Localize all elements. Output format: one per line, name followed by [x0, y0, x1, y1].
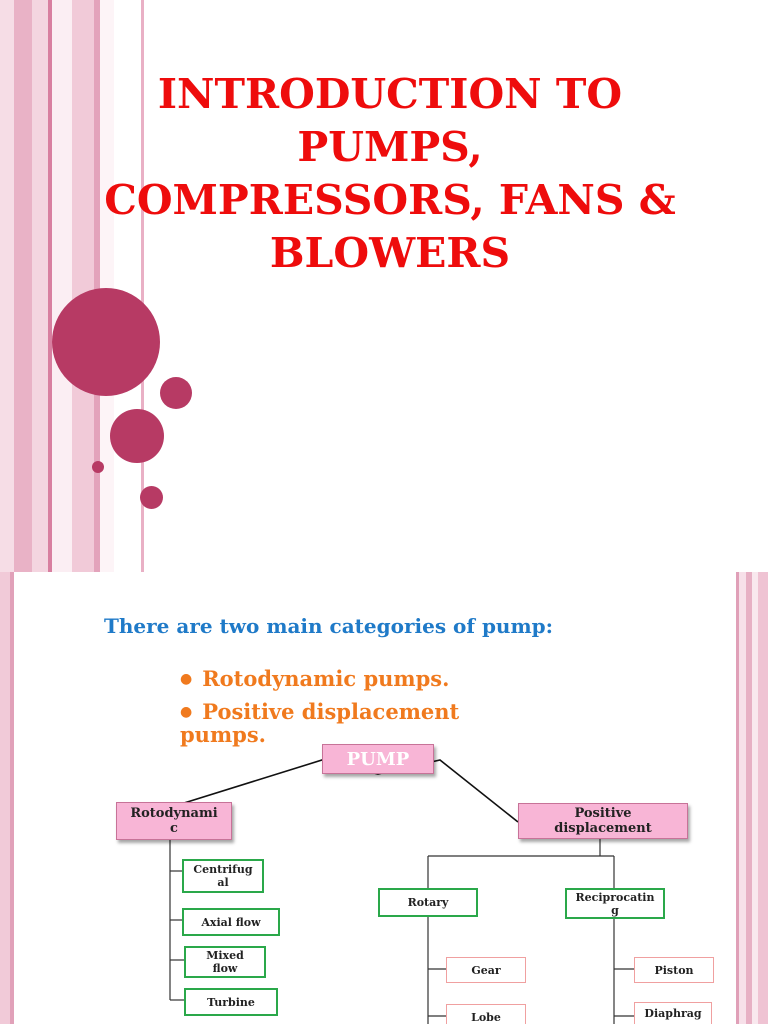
decor-stripe — [0, 0, 14, 572]
bullet-list: ● Rotodynamic pumps. ● Positive displaceme… — [180, 664, 459, 730]
bullet-icon: ● — [180, 704, 193, 720]
node-label: g — [611, 903, 619, 917]
list-item: ● Rotodynamic pumps. — [180, 664, 459, 697]
node-label: displacement — [554, 821, 652, 836]
decor-circle-large — [52, 288, 160, 396]
diagram-node-turbine: Turbine — [184, 988, 278, 1016]
connector-line — [167, 759, 519, 823]
diagram-node-positive-displacement: Positive displacement — [518, 803, 688, 839]
decor-circle — [140, 486, 163, 509]
node-label: Diaphrag — [644, 1007, 702, 1020]
decor-stripe — [72, 0, 94, 572]
slide-title: INTRODUCTION TO PUMPS, COMPRESSORS, FANS… — [60, 68, 720, 280]
diagram-node-rotodynamic: Rotodynami c — [116, 802, 232, 840]
decor-stripe — [32, 0, 48, 572]
node-label: Reciprocatin — [575, 890, 655, 904]
node-label: Mixed — [206, 949, 244, 962]
decor-stripe — [746, 572, 752, 1024]
node-label: Positive — [574, 806, 632, 821]
list-item: ● Positive displacement — [180, 697, 459, 730]
node-label: Piston — [654, 963, 694, 977]
node-label: Gear — [471, 963, 501, 977]
bullet-text: Positive displacement — [202, 699, 460, 724]
node-label: c — [170, 821, 178, 836]
title-line: BLOWERS — [269, 229, 511, 277]
bullet-text: Rotodynamic pumps. — [202, 666, 450, 691]
node-label: Lobe — [471, 1010, 501, 1024]
title-line: PUMPS, — [297, 123, 483, 171]
decor-circle — [160, 377, 192, 409]
title-line: COMPRESSORS, FANS & — [104, 176, 676, 224]
decor-stripe — [94, 0, 100, 572]
node-label: m — [667, 1020, 679, 1024]
title-line: INTRODUCTION TO — [157, 70, 623, 118]
decor-stripe — [48, 0, 52, 572]
node-label: Axial flow — [201, 915, 261, 929]
pump-categories-slide: There are two main categories of pump: ●… — [0, 572, 768, 1024]
node-label: al — [217, 876, 229, 889]
slide-heading: There are two main categories of pump: — [104, 614, 554, 638]
diagram-node-pump: PUMP — [322, 744, 434, 774]
diagram-node-centrifugal: Centrifug al — [182, 859, 264, 893]
decor-circle — [110, 409, 164, 463]
decor-stripe — [739, 572, 746, 1024]
decor-line — [141, 0, 144, 572]
node-label: Turbine — [207, 995, 255, 1009]
node-label: Rotary — [407, 896, 449, 909]
node-label: flow — [212, 962, 238, 975]
decor-stripe — [52, 0, 72, 572]
decor-stripe — [0, 572, 10, 1024]
diagram-node-gear: Gear — [446, 957, 526, 983]
diagram-node-diaphragm: Diaphrag m — [634, 1002, 712, 1024]
decor-stripe — [758, 572, 768, 1024]
node-label: PUMP — [346, 748, 410, 770]
bullet-icon: ● — [180, 671, 193, 687]
bullet-continuation: pumps. — [180, 722, 266, 747]
diagram-node-mixed-flow: Mixed flow — [184, 946, 266, 978]
node-label: Centrifug — [193, 863, 253, 876]
decor-circle — [92, 461, 104, 473]
decor-stripe — [736, 572, 739, 1024]
diagram-node-axial-flow: Axial flow — [182, 908, 280, 936]
decor-stripe — [14, 0, 32, 572]
decor-stripe — [10, 572, 14, 1024]
diagram-node-rotary: Rotary — [378, 888, 478, 917]
decor-stripe — [752, 572, 758, 1024]
diagram-node-reciprocating: Reciprocatin g — [565, 888, 665, 919]
diagram-node-piston: Piston — [634, 957, 714, 983]
diagram-connectors — [167, 759, 634, 1024]
diagram-node-lobe: Lobe — [446, 1004, 526, 1024]
node-label: Rotodynami — [130, 806, 218, 821]
title-slide: INTRODUCTION TO PUMPS, COMPRESSORS, FANS… — [0, 0, 720, 572]
